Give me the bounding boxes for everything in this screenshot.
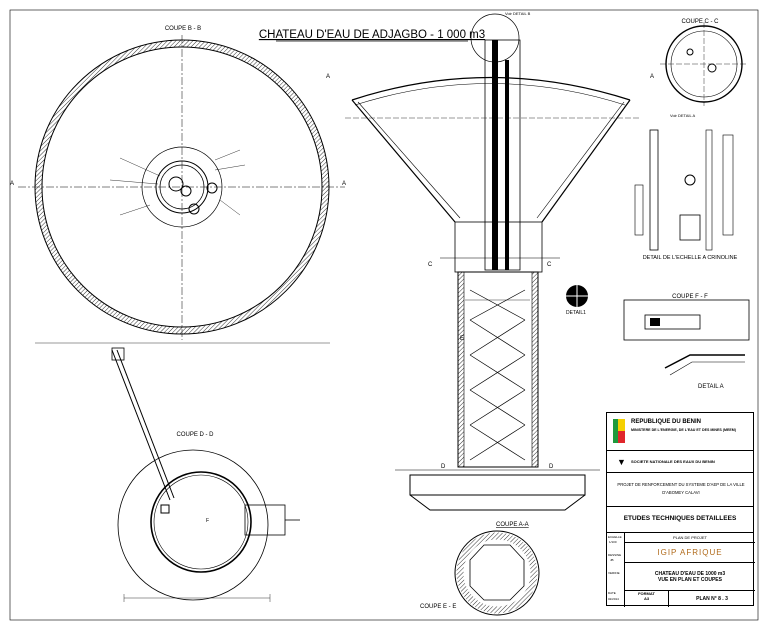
marker-d-right: D [549, 464, 554, 470]
format-label: FORMAT [638, 591, 655, 596]
value-dessine: JB [610, 558, 614, 562]
tb-phase-row: ETUDES TECHNIQUES DETAILLEES [607, 507, 753, 533]
section-cc-label: COUPE C - C [681, 19, 719, 25]
section-bb-label: COUPE B - B [165, 26, 201, 32]
tb-company-row: ▼ SOCIETE NATIONALE DES EAUX DU BENIN [607, 451, 753, 473]
label-dessine: DESSINE [608, 553, 622, 557]
format-cell: FORMAT A3 [625, 591, 669, 607]
company-logo-icon: ▼ [617, 457, 626, 467]
marker-c-right: C [547, 262, 552, 268]
section-aa-label: COUPE A-A [496, 522, 529, 528]
label-echelle: ECHELLE [608, 535, 622, 539]
voir-detail-b: Voir DETAIL B [505, 11, 531, 16]
tb-project-row: PROJET DE RENFORCEMENT DU SYSTEME D'AEP … [607, 473, 753, 507]
company-label: SOCIETE NATIONALE DES EAUX DU BENIN [631, 459, 715, 464]
value-echelle: 1/100 [609, 540, 617, 544]
marker-a-left: A [10, 181, 14, 187]
section-cc: COUPE C - C [660, 19, 748, 106]
phase-label: ETUDES TECHNIQUES DETAILLEES [623, 515, 737, 522]
republic-label: REPUBLIQUE DU BENIN [631, 419, 702, 425]
marker-f: F [206, 518, 209, 524]
section-dd-label: COUPE D - D [176, 432, 214, 438]
tb-left-column: ECHELLE 1/100 DESSINE JB VERIFIE DATE 02… [607, 533, 625, 607]
value-date: 02/2014 [608, 597, 619, 601]
ladder-detail-label: DETAIL DE L'ECHELLE A CRINOLINE [643, 255, 738, 261]
consultant-logo: IGIP AFRIQUE [625, 543, 755, 563]
marker-c-left: C [428, 262, 433, 268]
section-ff: COUPE F - F [623, 294, 750, 341]
drawing-title-line1: CHATEAU D'EAU DE 1000 m3 [654, 571, 726, 577]
tb-republic-row: REPUBLIQUE DU BENIN MINISTERE DE L'ENERG… [607, 413, 753, 451]
marker-a-tr: A [650, 74, 654, 80]
title-block: REPUBLIQUE DU BENIN MINISTERE DE L'ENERG… [606, 412, 755, 607]
label-date: DATE [608, 591, 616, 595]
section-dd-plan: COUPE D - D F [111, 347, 300, 602]
sheet-border [9, 9, 759, 621]
marker-a-tl: A [326, 74, 330, 80]
project-label: PROJET DE RENFORCEMENT DU SYSTEME D'AEP … [617, 482, 745, 495]
tower-elevation: DETAIL1 Voir DETAIL B Voir DETAIL A A A … [326, 11, 695, 511]
ladder-detail: DETAIL DE L'ECHELLE A CRINOLINE [634, 129, 738, 261]
plan-number: PLAN N° 8 . 3 [696, 596, 728, 602]
section-aa: COUPE A-A COUPE E - E [420, 522, 540, 616]
plan-label: PLAN DE PROJET [625, 533, 755, 543]
section-ff-label: COUPE F - F [672, 294, 708, 300]
drawing-title: CHATEAU D'EAU DE ADJAGBO - 1 000 m3 [259, 29, 485, 41]
label-verifie: VERIFIE [608, 571, 620, 575]
detail-a-label: DETAIL A [698, 384, 724, 390]
section-ee-label: COUPE E - E [420, 604, 456, 610]
ministry-label: MINISTERE DE L'ENERGIE, DE L'EAU ET DES … [631, 428, 736, 432]
marker-d-left: D [441, 464, 446, 470]
drawing-title-block: CHATEAU D'EAU DE 1000 m3 VUE EN PLAN ET … [625, 563, 755, 591]
voir-detail-a: Voir DETAIL A [670, 113, 695, 118]
detail-a: DETAIL A [664, 354, 745, 390]
section-bb-plan: COUPE B - B A A [10, 26, 346, 344]
benin-flag [613, 419, 625, 443]
drawing-title-line2: VUE EN PLAN ET COUPES [658, 577, 722, 583]
marker-a-right: A [342, 181, 346, 187]
detail1-label: DETAIL1 [566, 310, 586, 316]
format-value: A3 [643, 596, 650, 601]
marker-e: E [460, 336, 464, 342]
